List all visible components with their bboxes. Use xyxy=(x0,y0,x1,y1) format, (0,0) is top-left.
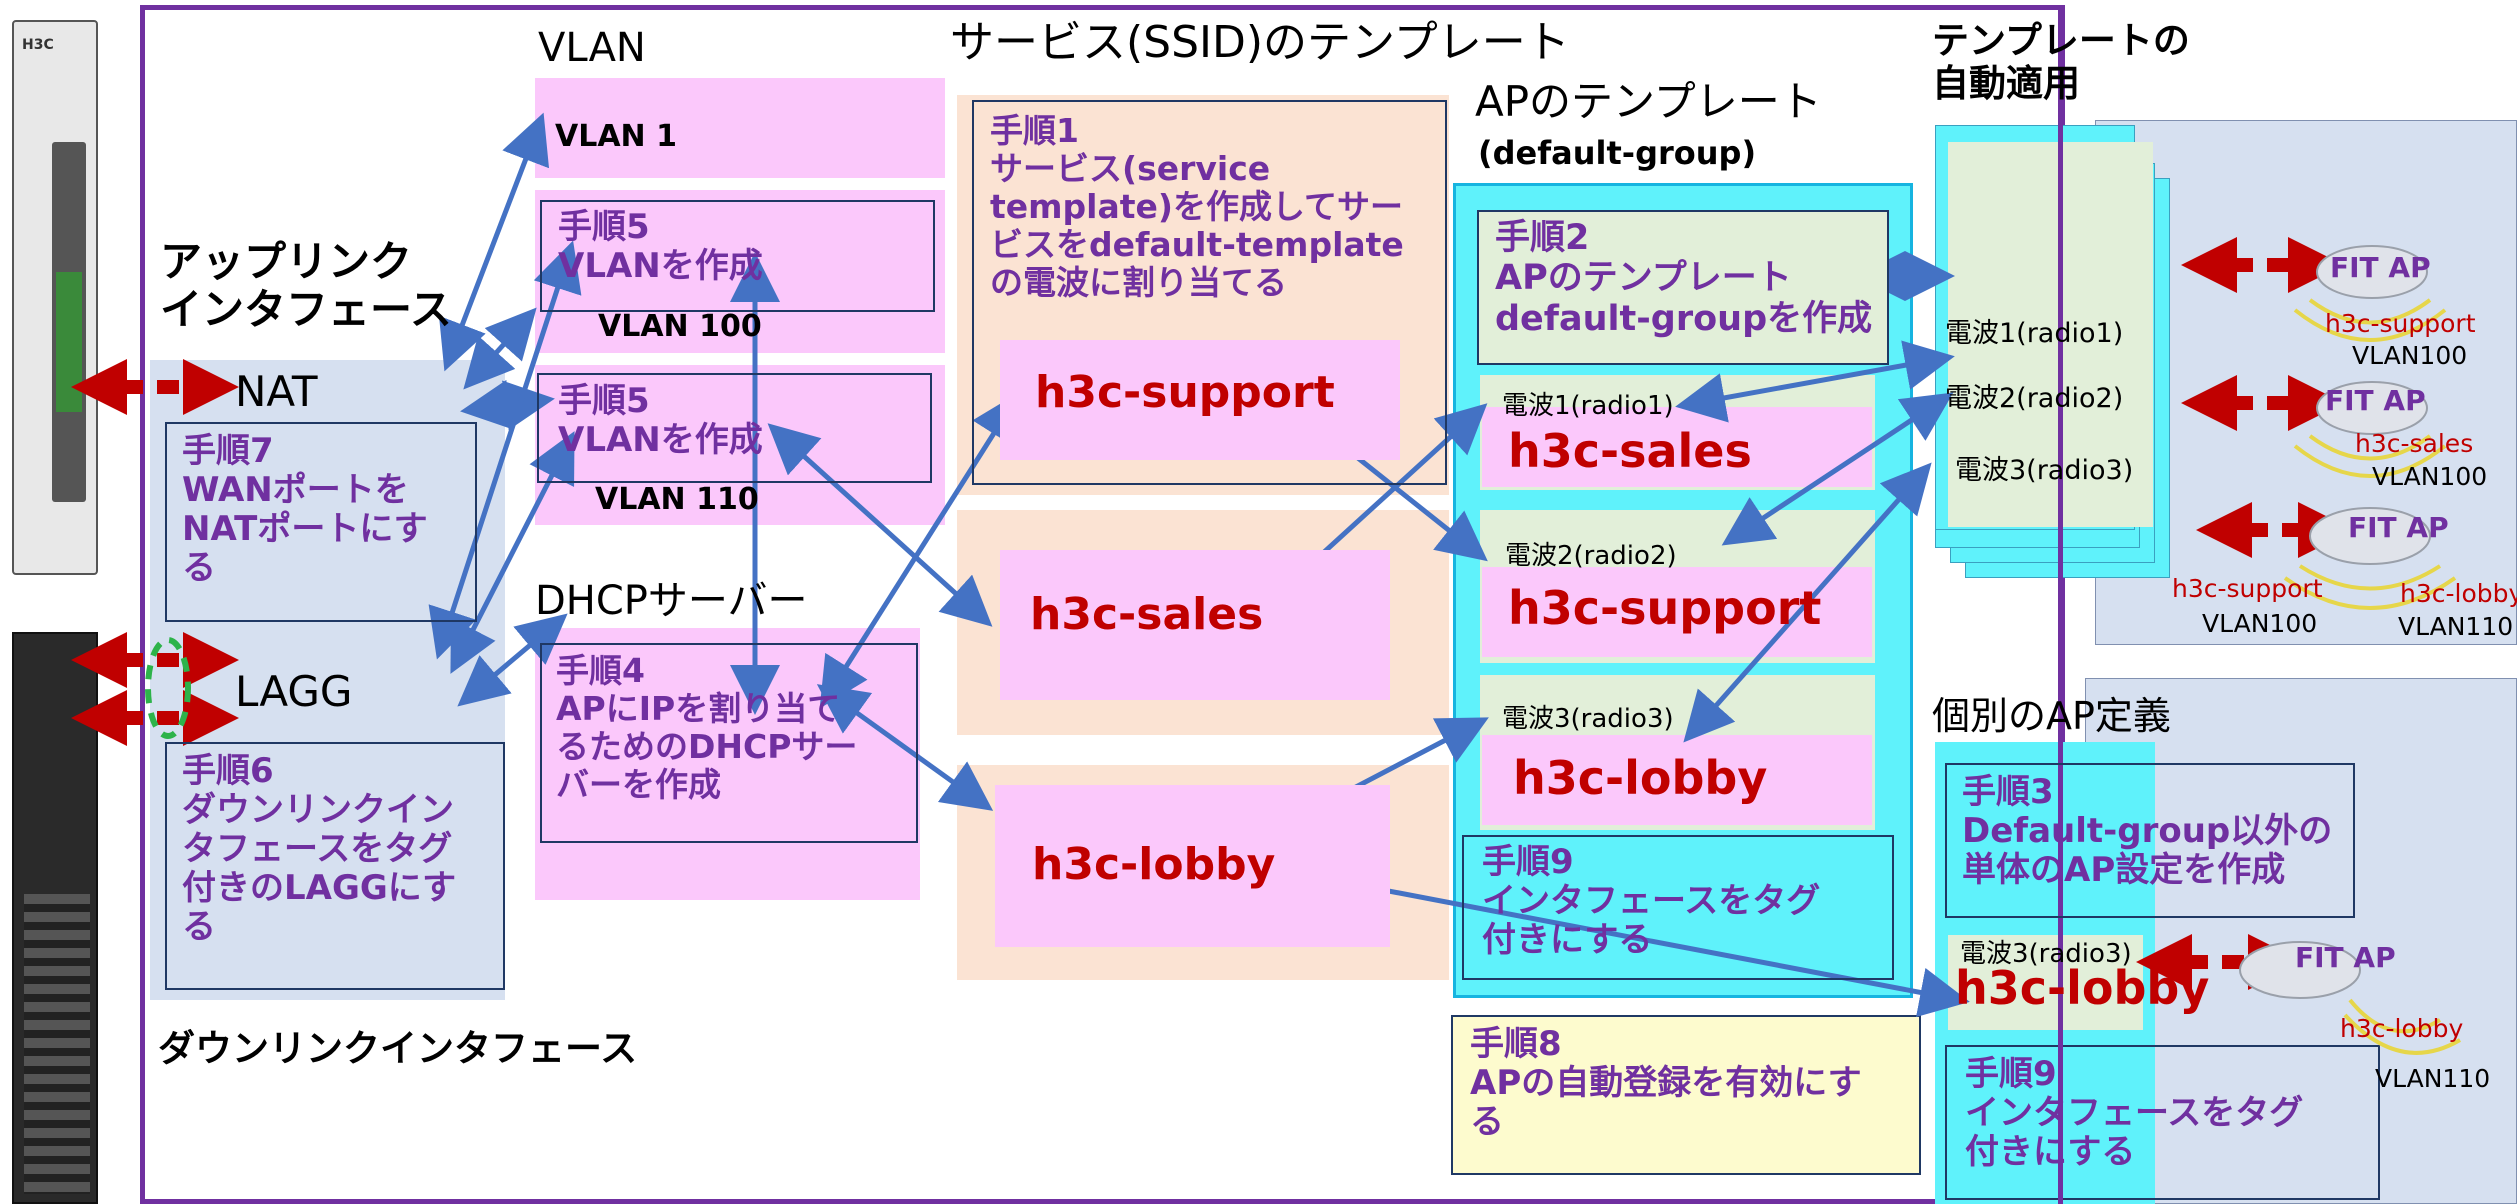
radio1-ssid: h3c-sales xyxy=(1508,424,1752,478)
auto-radio1-label: 電波1(radio1) xyxy=(1945,318,2124,349)
arrow-dhcp-lobby xyxy=(816,684,994,811)
auto-apply-inner xyxy=(1948,142,2153,527)
step8-box xyxy=(1451,1015,1921,1175)
radio3-label: 電波3(radio3) xyxy=(1502,704,1674,734)
vlan1-panel xyxy=(535,78,945,178)
individual-radio3-label: 電波3(radio3) xyxy=(1960,939,2132,969)
arrow-radio3-auto xyxy=(1683,462,1932,743)
radio3-ssid: h3c-lobby xyxy=(1513,751,1768,805)
ssid-sales: h3c-sales xyxy=(1030,589,1264,640)
ap3-label: FIT AP xyxy=(2348,511,2449,544)
header-downlink: ダウンリンクインタフェース xyxy=(158,1027,638,1070)
step3-box xyxy=(1945,763,2355,918)
arrow-radio1-auto xyxy=(1675,340,1955,423)
step7-box xyxy=(165,422,477,622)
switch-port-grid xyxy=(24,894,90,1194)
ssid-support-box xyxy=(1000,340,1400,460)
ap3-vlan-b: VLAN110 xyxy=(2398,612,2514,641)
arrow-uplink-vlan1 xyxy=(438,112,550,372)
ssid-lobby-box xyxy=(995,785,1390,947)
header-vlan: VLAN xyxy=(538,25,646,71)
vlan1-label: VLAN 1 xyxy=(555,119,677,154)
radio2-label: 電波2(radio2) xyxy=(1505,541,1677,571)
header-ap-template: APのテンプレート xyxy=(1475,77,1822,126)
arrow-uplink-vlan100 xyxy=(463,307,537,390)
ap2-label: FIT AP xyxy=(2325,384,2426,417)
vlan110-label: VLAN 110 xyxy=(595,482,759,517)
ap1-vlan: VLAN100 xyxy=(2352,341,2468,370)
step1-box xyxy=(972,100,1447,485)
ap1-ssid: h3c-support xyxy=(2325,309,2476,338)
step6-box xyxy=(165,742,505,990)
step2-box xyxy=(1477,210,1889,365)
divider-line xyxy=(2058,5,2063,1204)
step5b-box xyxy=(537,373,932,483)
port-lagg: LAGG xyxy=(235,667,353,716)
arrow-radio2-auto xyxy=(1721,392,1954,546)
arrow-dhcp-support xyxy=(819,391,1021,709)
step9a-box xyxy=(1462,835,1894,980)
individual-radio3-ssid: h3c-lobby xyxy=(1955,961,2210,1015)
individual-inner xyxy=(1948,935,2143,1030)
header-individual: 個別のAP定義 xyxy=(1932,694,2171,738)
step9b-text: 手順9 インタフェースをタグ 付きにする xyxy=(1965,1054,2304,1173)
ap2-vlan: VLAN100 xyxy=(2372,462,2488,491)
header-ap-template-sub: (default-group) xyxy=(1478,134,1757,172)
step5a-text: 手順5 VLANを作成 xyxy=(558,207,763,287)
ssid-sales-box xyxy=(1000,550,1390,700)
switch-device xyxy=(12,632,98,1204)
arrow-lagg-dhcp xyxy=(457,613,568,707)
header-uplink: アップリンク インタフェース xyxy=(160,237,452,335)
ap1-label: FIT AP xyxy=(2330,251,2431,284)
ap3-ssid-a: h3c-support xyxy=(2172,574,2323,603)
ap2-ssid: h3c-sales xyxy=(2355,429,2474,458)
header-service-template: サービス(SSID)のテンプレート xyxy=(950,17,1570,68)
ap-devices xyxy=(2239,245,2462,1055)
port-nat: NAT xyxy=(235,367,318,416)
header-dhcp: DHCPサーバー xyxy=(535,578,808,624)
ap3-vlan-a: VLAN100 xyxy=(2202,609,2318,638)
auto-radio3-label: 電波3(radio3) xyxy=(1955,455,2134,486)
router-brand: H3C xyxy=(22,37,54,53)
header-auto-apply: テンプレートの 自動適用 xyxy=(1932,19,2190,105)
step3-text: 手順3 Default-group以外の 単体のAP設定を作成 xyxy=(1962,772,2333,891)
vlan100-label: VLAN 100 xyxy=(598,309,762,344)
ap4-vlan: VLAN110 xyxy=(2375,1064,2491,1093)
ssid-lobby: h3c-lobby xyxy=(1032,839,1276,890)
step9a-text: 手順9 インタフェースをタグ 付きにする xyxy=(1482,842,1821,961)
lagg-ellipse xyxy=(145,637,191,739)
step1-text: 手順1 サービス(service template)を作成してサー ビスをdef… xyxy=(990,111,1404,302)
arrow-uplink-vlan110 xyxy=(460,379,555,431)
ap3-ssid-b: h3c-lobby xyxy=(2400,579,2517,608)
ssid-support: h3c-support xyxy=(1035,367,1335,418)
step6-text: 手順6 ダウンリンクイン タフェースをタグ 付きのLAGGにす る xyxy=(182,751,457,948)
step5b-text: 手順5 VLANを作成 xyxy=(558,381,763,461)
radio3-ssid-box xyxy=(1482,735,1872,825)
router-device: H3C xyxy=(12,20,98,575)
individual-bottom-box xyxy=(1945,1045,2380,1200)
step4-text: 手順4 APにIPを割り当て るためのDHCPサー バーを作成 xyxy=(556,651,858,804)
ap4-label: FIT AP xyxy=(2295,941,2396,974)
step2-text: 手順2 APのテンプレート default-groupを作成 xyxy=(1495,218,1873,339)
step8-text: 手順8 APの自動登録を有効にす る xyxy=(1470,1024,1862,1143)
step4-box xyxy=(540,643,918,843)
radio1-label: 電波1(radio1) xyxy=(1502,391,1674,421)
ap4-ssid: h3c-lobby xyxy=(2340,1014,2464,1043)
step7-text: 手順7 WANポートを NATポートにす る xyxy=(182,431,428,589)
auto-radio2-label: 電波2(radio2) xyxy=(1945,383,2124,414)
radio2-ssid: h3c-support xyxy=(1508,581,1822,635)
step5a-box xyxy=(540,200,935,312)
